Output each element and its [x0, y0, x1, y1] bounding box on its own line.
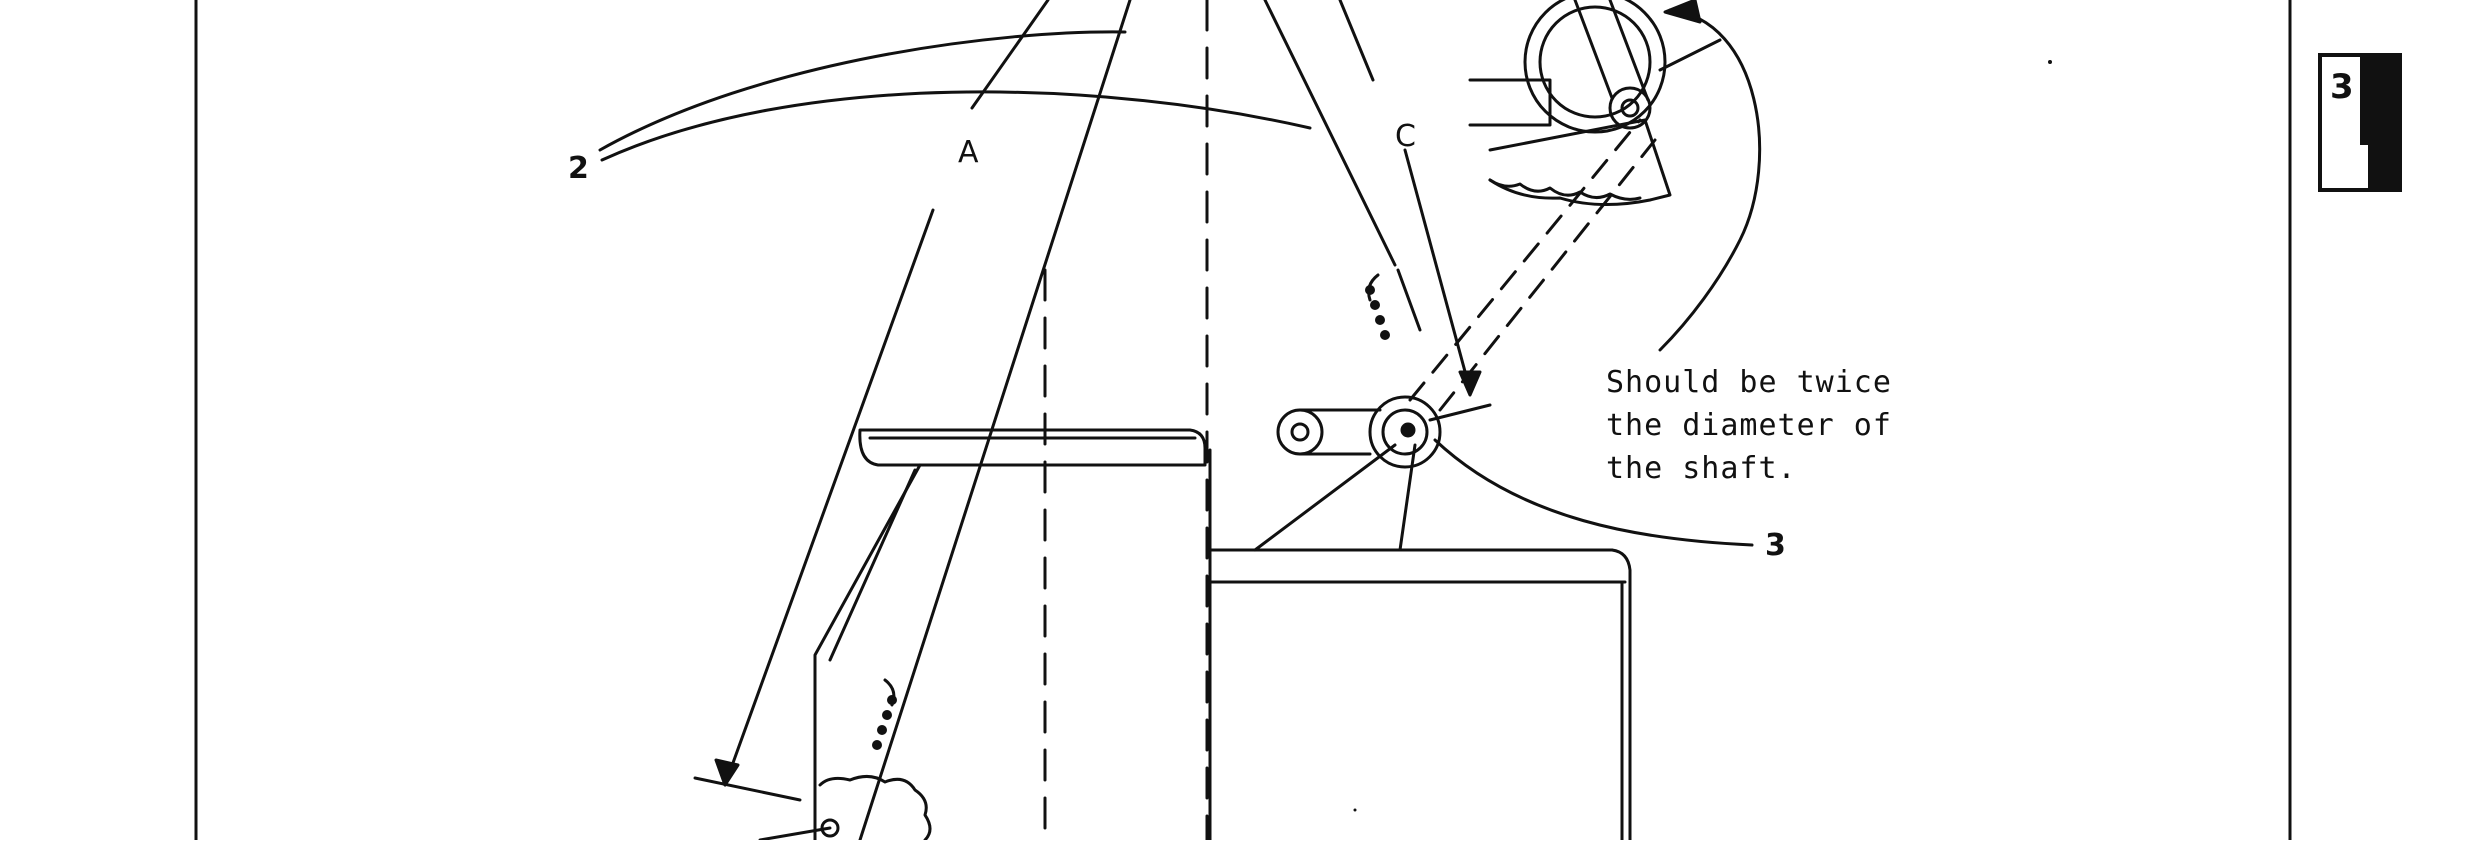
drive-sprocket-hub [1400, 422, 1416, 438]
rotation-arrowhead [1663, 0, 1702, 24]
arm-line-4 [1338, 0, 1375, 82]
support-arm-left [1253, 443, 1397, 552]
lower-bracket-diag [828, 468, 917, 662]
label-c: C [1395, 119, 1416, 154]
chain-links-mid [1365, 285, 1390, 340]
curve-callout-2a [598, 30, 1127, 152]
chain-hook-mid [1367, 273, 1380, 302]
speck-2 [1353, 808, 1357, 812]
upper-sprocket [1608, 86, 1652, 130]
dimension-tick-c [1428, 403, 1492, 422]
drive-sprocket-mid [1381, 408, 1429, 456]
page-tab: 3 [2318, 53, 2402, 192]
note-line-2: the diameter of [1606, 408, 1892, 443]
upper-sprocket-hub [1620, 98, 1640, 118]
idler-pulley-inner [1290, 422, 1310, 442]
upper-pulley-outer [1523, 0, 1667, 134]
arrowhead-a [714, 758, 740, 787]
upper-shaft-line [1658, 38, 1722, 72]
curve-callout-2b [600, 90, 1312, 162]
arm-line-3 [1396, 268, 1422, 332]
callout-2-number: 2 [568, 151, 589, 186]
support-arm-right [1398, 443, 1417, 552]
note-line-3: the shaft. [1606, 451, 1797, 486]
upper-bracket [1488, 118, 1672, 206]
upper-pulley-inner [1538, 5, 1652, 119]
arrowhead-c [1458, 370, 1482, 397]
curve-callout-3 [1433, 438, 1754, 547]
arm-line-1 [858, 0, 1132, 842]
dimension-tick-a [693, 776, 802, 802]
page-tab-number: 3 [2330, 67, 2354, 107]
label-a: A [958, 135, 979, 170]
drive-sprocket-outer [1368, 395, 1442, 469]
upper-chain-loop [1573, 0, 1650, 102]
upper-housing [1468, 78, 1552, 127]
lower-lever [758, 826, 832, 842]
belt-dashed-1 [1408, 118, 1642, 402]
lower-left-mechanism [818, 775, 932, 842]
arm-line-2 [1263, 0, 1397, 267]
leader-line-a-lower [723, 208, 935, 787]
leader-line-a-upper [970, 0, 1050, 110]
callout-3-number: 3 [1765, 528, 1786, 563]
leader-line-c [1403, 148, 1472, 392]
chain-hook-lower [883, 678, 896, 707]
rotation-arc [1658, 8, 1762, 352]
lower-bracket [813, 463, 922, 842]
idler-pulley-outer [1276, 408, 1324, 456]
block-top-corner [1610, 548, 1632, 842]
note-line-1: Should be twice [1606, 365, 1892, 400]
upper-bracket-wavy [1488, 178, 1642, 201]
chain-links-lower [872, 695, 897, 750]
belt-dashed-2 [1438, 138, 1657, 412]
shelf-plate [858, 428, 1207, 467]
speck [2048, 60, 2052, 64]
